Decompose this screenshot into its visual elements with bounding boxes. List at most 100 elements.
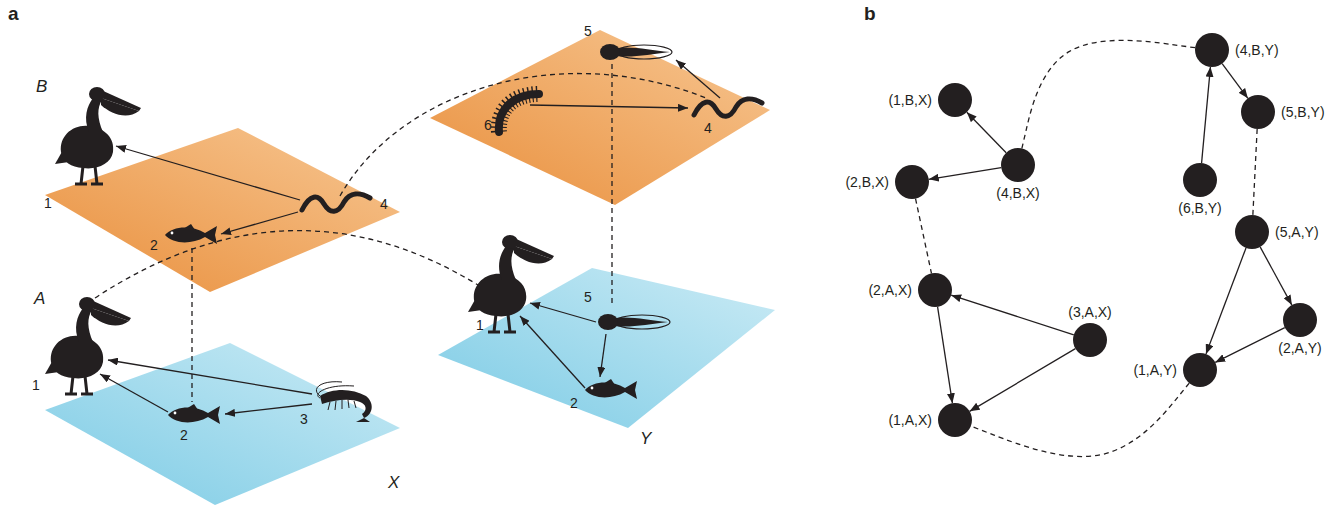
state-node: (2,B,X) [895, 165, 929, 199]
node-shape [1283, 303, 1317, 337]
pelican-silhouette [55, 87, 141, 184]
node-shape [895, 165, 929, 199]
state-node: (4,B,Y) [1195, 33, 1229, 67]
species-number: 5 [584, 24, 592, 38]
trophic-link [970, 349, 1076, 412]
site-label: X [388, 474, 399, 491]
millipede-silhouette [499, 94, 539, 132]
state-node: (4,B,X) [1001, 148, 1035, 182]
node-label: (2,A,X) [868, 283, 912, 297]
node-circle [938, 83, 972, 117]
state-node: (1,B,X) [938, 83, 972, 117]
tadpole-silhouette [600, 44, 672, 60]
interlayer-link [1253, 129, 1257, 215]
feeding-arrow [100, 374, 168, 412]
node-label: (6,B,Y) [1178, 201, 1222, 215]
panel-letter: a [8, 4, 19, 23]
trophic-link [951, 295, 1074, 335]
species-number: 6 [484, 118, 492, 132]
node-label: (5,B,Y) [1281, 105, 1325, 119]
node-label: (1,A,Y) [1133, 363, 1177, 377]
fish-silhouette [168, 404, 220, 424]
node-shape [918, 273, 952, 307]
feeding-arrow [221, 212, 298, 234]
node-shape [1073, 323, 1107, 357]
interlayer-link [611, 64, 612, 306]
feeding-arrow [600, 334, 606, 377]
node-circle [1283, 303, 1317, 337]
trophic-link [938, 307, 953, 403]
node-circle [895, 165, 929, 199]
trophic-link [929, 168, 1001, 180]
node-shape [1235, 215, 1269, 249]
state-node: (1,A,X) [938, 403, 972, 437]
species-number: 4 [704, 121, 712, 135]
feeding-arrow [530, 105, 688, 108]
interlayer-link [340, 74, 706, 196]
interlayer-link [1022, 40, 1195, 148]
node-circle [1001, 148, 1035, 182]
fish-silhouette [585, 379, 637, 399]
pelican-silhouette [468, 235, 554, 332]
trophic-link [1202, 67, 1211, 163]
worm-silhouette [302, 194, 370, 211]
node-shape [1195, 33, 1229, 67]
node-label: (3,A,X) [1068, 305, 1112, 319]
trophic-link [1206, 248, 1246, 354]
panel-letter: b [864, 4, 876, 23]
feeding-arrow [530, 303, 596, 322]
species-number: 1 [476, 318, 484, 332]
interlayer-link [95, 231, 478, 298]
state-node: (2,A,Y) [1283, 303, 1317, 337]
node-label: (4,B,Y) [1235, 43, 1279, 57]
node-shape [938, 83, 972, 117]
interlayer-link [191, 248, 192, 402]
node-shape [1183, 353, 1217, 387]
trophic-link [1222, 64, 1248, 99]
feeding-arrow [108, 360, 312, 394]
node-label: (2,A,Y) [1278, 341, 1322, 355]
state-node: (1,A,Y) [1183, 353, 1217, 387]
species-number: 2 [180, 428, 188, 442]
species-number: 1 [44, 196, 52, 210]
node-label: (4,B,X) [996, 186, 1040, 200]
layer-plane [430, 30, 770, 205]
worm-silhouette [694, 99, 762, 116]
feeding-arrow [116, 146, 300, 200]
node-circle [938, 403, 972, 437]
species-number: 2 [150, 238, 158, 252]
node-circle [1183, 163, 1217, 197]
state-node: (2,A,X) [918, 273, 952, 307]
node-circle [1241, 95, 1275, 129]
trophic-link [1215, 328, 1285, 363]
state-node: (5,A,Y) [1235, 215, 1269, 249]
species-number: 3 [300, 412, 308, 426]
node-circle [1195, 33, 1229, 67]
pelican-silhouette [45, 297, 131, 394]
feeding-arrow [676, 60, 720, 98]
layer-label: A [34, 290, 45, 307]
node-shape [938, 403, 972, 437]
feeding-arrow [520, 316, 585, 388]
node-label: (2,B,X) [845, 175, 889, 189]
species-number: 1 [32, 378, 40, 392]
tadpole-silhouette [598, 314, 670, 330]
interlayer-link [971, 383, 1189, 456]
node-label: (1,B,X) [888, 93, 932, 107]
trophic-link [1260, 247, 1292, 305]
species-number: 2 [570, 396, 578, 410]
shrimp-silhouette [316, 382, 371, 422]
node-label: (1,A,X) [888, 413, 932, 427]
node-shape [1183, 163, 1217, 197]
node-label: (5,A,Y) [1275, 225, 1319, 239]
node-shape [1001, 148, 1035, 182]
node-circle [1183, 353, 1217, 387]
state-node: (6,B,Y) [1183, 163, 1217, 197]
state-node: (5,B,Y) [1241, 95, 1275, 129]
trophic-link [967, 112, 1006, 153]
interlayer-link [916, 199, 932, 274]
node-circle [1073, 323, 1107, 357]
node-circle [1235, 215, 1269, 249]
